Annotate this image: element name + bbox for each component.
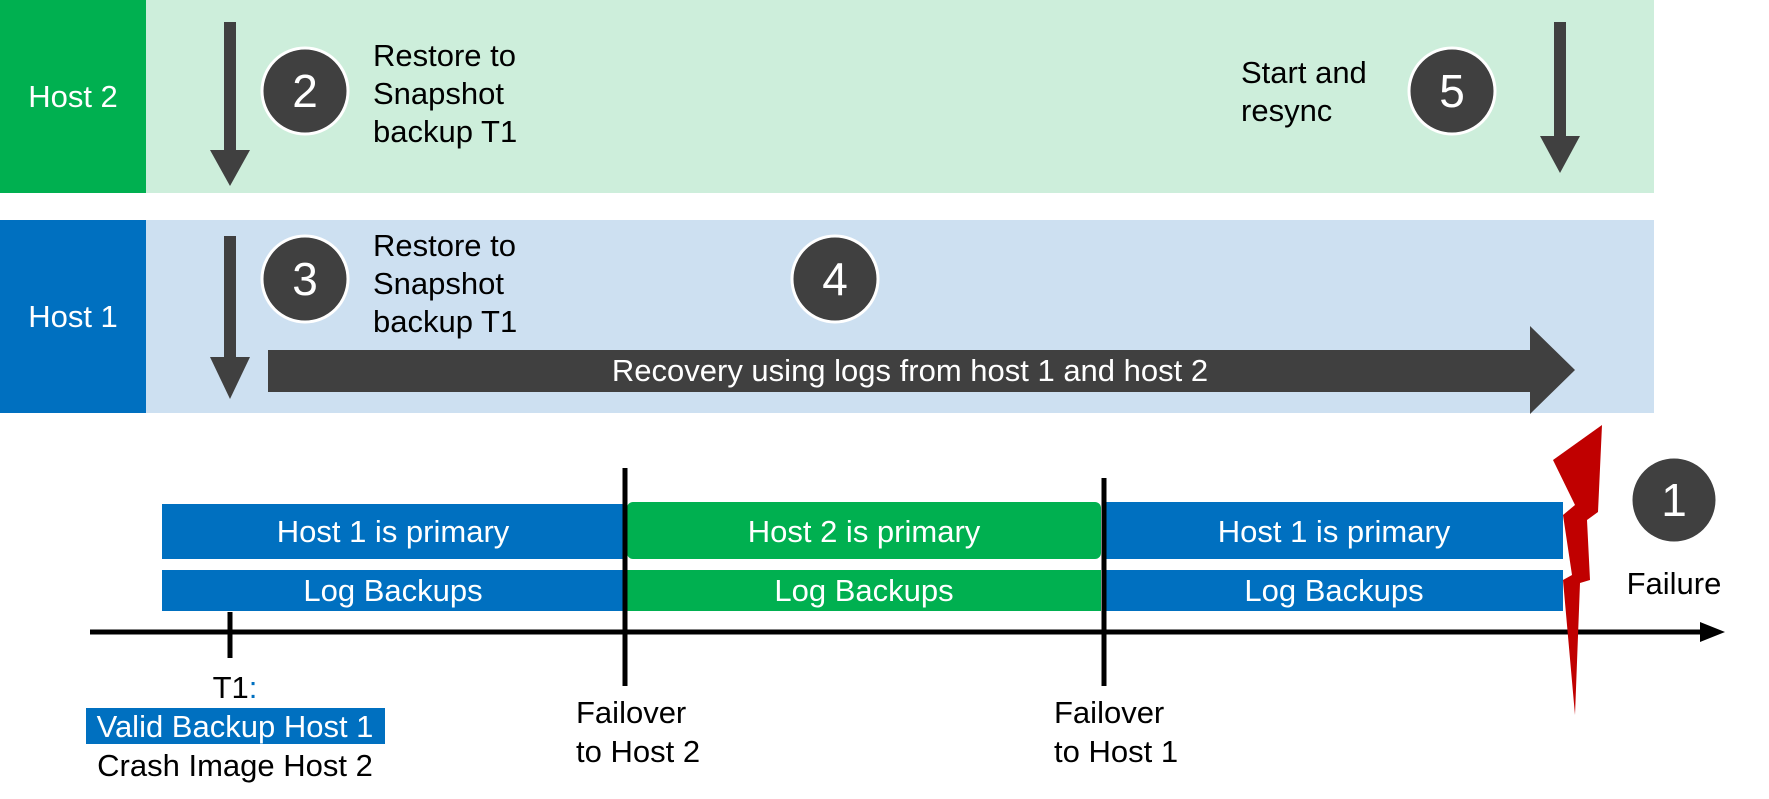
step-3-caption-line3: backup T1 [373, 304, 517, 339]
step-2-caption-line1: Restore to [373, 38, 516, 73]
host1-restore-down-arrow [210, 236, 250, 399]
segment-3-logs-label: Log Backups [1244, 573, 1423, 608]
segment-1-primary-label: Host 1 is primary [277, 514, 510, 549]
segment-1-primary-bar [162, 504, 624, 559]
svg-text:3: 3 [292, 253, 318, 305]
t1-label-name: T1 [213, 670, 249, 705]
step-5-caption-line1: Start and [1241, 55, 1367, 90]
step-2-marker: 2 [260, 46, 350, 136]
failure-label: Failure [1627, 566, 1722, 601]
step-5-caption: Start and resync [1241, 55, 1375, 128]
segment-2-logs-bar [627, 570, 1101, 611]
failure-lightning-icon [1553, 425, 1602, 715]
host2-label: Host 2 [28, 79, 118, 114]
step-2-caption: Restore to Snapshot backup T1 [373, 38, 525, 149]
step-3-caption-line2: Snapshot [373, 266, 504, 301]
segment-1-logs-bar [162, 570, 624, 611]
segment-2-primary-bar [627, 502, 1101, 559]
host1-label: Host 1 [28, 299, 118, 334]
segment-3-primary-label: Host 1 is primary [1218, 514, 1451, 549]
segment-2-logs-label: Log Backups [774, 573, 953, 608]
failover-to-host2-line2: to Host 2 [576, 734, 700, 769]
recovery-arrow-label: Recovery using logs from host 1 and host… [612, 353, 1208, 388]
svg-text:2: 2 [292, 65, 318, 117]
host2-restore-down-arrow [210, 22, 250, 186]
failover-to-host1-line2: to Host 1 [1054, 734, 1178, 769]
step-3-caption-line1: Restore to [373, 228, 516, 263]
svg-text:1: 1 [1661, 474, 1687, 526]
step-2-caption-line2: Snapshot [373, 76, 504, 111]
svg-text:4: 4 [822, 253, 848, 305]
host2-label-box [0, 0, 146, 193]
step-2-caption-line3: backup T1 [373, 114, 517, 149]
step-4-marker: 4 [790, 234, 880, 324]
step-1-marker: 1 [1629, 455, 1719, 545]
step-3-caption: Restore to Snapshot backup T1 [373, 228, 525, 339]
segment-3-primary-bar [1105, 502, 1563, 559]
host2-band [146, 0, 1654, 193]
t1-label: T1: [213, 670, 258, 705]
timeline-axis [90, 622, 1725, 642]
host2-resync-down-arrow [1540, 22, 1580, 173]
step-3-marker: 3 [260, 234, 350, 324]
failover-to-host1-line1: Failover [1054, 695, 1164, 730]
t1-label-colon: : [249, 670, 258, 705]
host1-label-box [0, 220, 146, 413]
valid-backup-label: Valid Backup Host 1 [97, 709, 374, 744]
failover-to-host2-line1: Failover [576, 695, 686, 730]
step-5-marker: 5 [1407, 46, 1497, 136]
crash-image-label: Crash Image Host 2 [97, 748, 373, 783]
segment-1-logs-label: Log Backups [303, 573, 482, 608]
step-5-caption-line2: resync [1241, 93, 1332, 128]
failover-to-host1-label: Failover to Host 1 [1054, 695, 1178, 769]
valid-backup-highlight [86, 708, 385, 744]
svg-text:5: 5 [1439, 65, 1465, 117]
failover-to-host2-label: Failover to Host 2 [576, 695, 700, 769]
segment-2-primary-label: Host 2 is primary [748, 514, 981, 549]
recovery-arrow [268, 326, 1575, 414]
segment-3-logs-bar [1105, 570, 1563, 611]
